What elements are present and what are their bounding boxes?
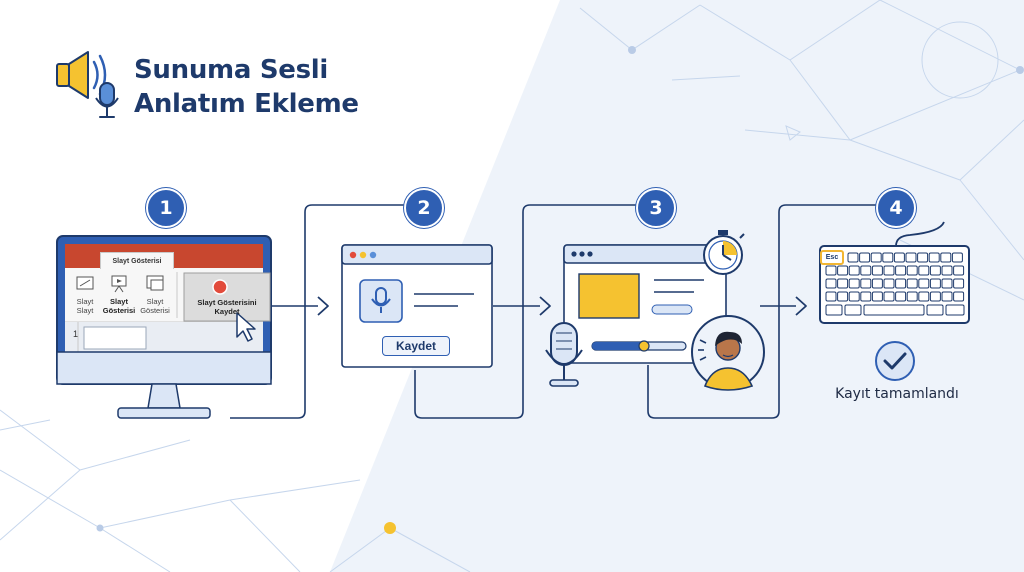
keyboard-key xyxy=(945,304,965,316)
cursor-icon xyxy=(236,312,256,342)
keyboard-key xyxy=(883,291,895,302)
page-title-line-1: Sunuma Sesli xyxy=(134,55,329,85)
ribbon-button-2-line1: Slayt xyxy=(110,297,128,306)
keyboard-key xyxy=(893,252,905,263)
keyboard-key xyxy=(953,265,965,276)
keyboard-key xyxy=(941,265,953,276)
keyboard-key xyxy=(837,278,849,289)
step-badge-4: 4 xyxy=(876,188,916,228)
keyboard-key xyxy=(895,291,907,302)
ribbon-button-3[interactable]: Slayt Gösterisi xyxy=(133,297,177,315)
record-slide-show-button[interactable]: Slayt Gösterisini Kaydet xyxy=(184,298,270,316)
record-button[interactable]: Kaydet xyxy=(382,336,450,356)
keyboard-key xyxy=(929,291,941,302)
ribbon-button-2[interactable]: Slayt Gösterisi xyxy=(97,297,141,315)
keyboard-key xyxy=(953,291,965,302)
recording-complete-label: Kayıt tamamlandı xyxy=(835,386,959,402)
keyboard-key xyxy=(860,291,872,302)
record-label-line2: Kaydet xyxy=(214,307,240,316)
keyboard-key xyxy=(918,265,930,276)
keyboard-key xyxy=(906,291,918,302)
person-icon xyxy=(691,315,765,391)
keyboard-key xyxy=(837,265,849,276)
stopwatch-icon xyxy=(703,230,745,275)
keyboard-key xyxy=(918,291,930,302)
keyboard-key xyxy=(847,252,859,263)
keyboard-key xyxy=(871,265,883,276)
record-label-line1: Slayt Gösterisini xyxy=(197,298,257,307)
keyboard-key xyxy=(926,304,944,316)
checkmark-icon xyxy=(875,341,915,381)
keyboard-key xyxy=(905,252,917,263)
keyboard-key xyxy=(906,265,918,276)
keyboard-key xyxy=(929,265,941,276)
keyboard-key xyxy=(906,278,918,289)
keyboard-key xyxy=(870,252,882,263)
keyboard-key xyxy=(859,252,871,263)
keyboard-key xyxy=(860,265,872,276)
step-badge-2: 2 xyxy=(404,188,444,228)
microphone-icon xyxy=(371,287,391,313)
keyboard-key xyxy=(844,304,862,316)
keyboard-key xyxy=(825,278,837,289)
page-title-line-2: Anlatım Ekleme xyxy=(134,89,359,119)
keyboard-key xyxy=(825,265,837,276)
keyboard-key xyxy=(848,291,860,302)
keyboard-key xyxy=(928,252,940,263)
keyboard-key xyxy=(883,278,895,289)
keyboard-key xyxy=(883,265,895,276)
speaker-icon xyxy=(56,51,107,99)
keyboard-key xyxy=(863,304,925,316)
keyboard-key xyxy=(918,278,930,289)
keyboard-key xyxy=(871,278,883,289)
keyboard-key xyxy=(848,265,860,276)
keyboard-key xyxy=(895,278,907,289)
slide-thumbnail-number: 1 xyxy=(73,329,79,339)
keyboard-key xyxy=(871,291,883,302)
keyboard-icon xyxy=(819,245,970,324)
step-badge-1: 1 xyxy=(146,188,186,228)
ribbon-button-2-line2: Gösterisi xyxy=(102,306,136,315)
microphone-icon xyxy=(545,322,583,387)
keyboard-key xyxy=(848,278,860,289)
ribbon-button-1-line1: Slayt xyxy=(76,297,94,306)
step-badge-3: 3 xyxy=(636,188,676,228)
keyboard-key xyxy=(825,304,843,316)
keyboard-key xyxy=(895,265,907,276)
keyboard-key xyxy=(825,291,837,302)
keyboard-key xyxy=(929,278,941,289)
ribbon-button-3-line1: Slayt xyxy=(146,297,164,306)
keyboard-key xyxy=(941,278,953,289)
microphone-icon xyxy=(95,82,119,118)
ribbon-tab-slide-show[interactable]: Slayt Gösterisi xyxy=(100,252,174,269)
ribbon-button-3-line2: Gösterisi xyxy=(140,306,170,315)
keyboard-key xyxy=(941,291,953,302)
keyboard-key xyxy=(940,252,952,263)
ribbon-button-1[interactable]: Slayt Slayt xyxy=(63,297,107,315)
keyboard-key xyxy=(882,252,894,263)
ribbon-button-1-line2: Slayt xyxy=(76,306,94,315)
keyboard-key xyxy=(837,291,849,302)
arrow-right-icon xyxy=(317,296,807,316)
keyboard-key xyxy=(917,252,929,263)
keyboard-key xyxy=(860,278,872,289)
esc-key[interactable]: Esc xyxy=(820,250,844,265)
keyboard-key xyxy=(953,278,965,289)
keyboard-key xyxy=(951,252,963,263)
